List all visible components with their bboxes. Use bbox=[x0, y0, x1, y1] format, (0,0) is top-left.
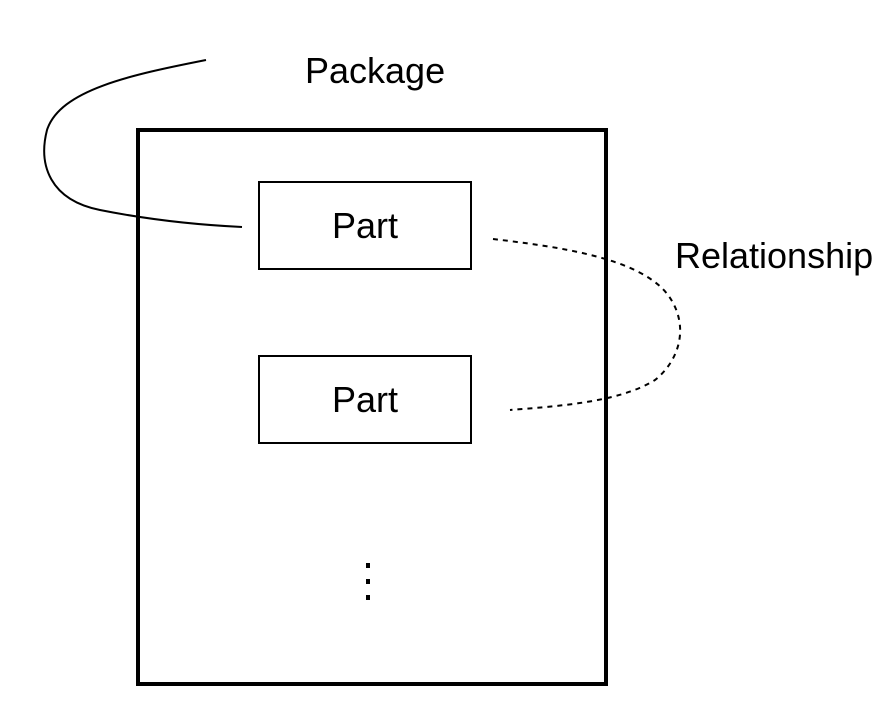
package-box bbox=[136, 128, 608, 686]
vertical-ellipsis-icon bbox=[358, 560, 378, 604]
package-callout-line bbox=[43, 59, 243, 228]
relationship-line bbox=[492, 238, 682, 411]
relationship-label: Relationship bbox=[675, 235, 874, 276]
ellipsis-dot bbox=[366, 579, 370, 584]
part-box: Part bbox=[258, 181, 472, 270]
part-box: Part bbox=[258, 355, 472, 444]
part-label: Part bbox=[331, 204, 399, 246]
part-label: Part bbox=[331, 378, 399, 420]
ellipsis-dot bbox=[366, 563, 370, 568]
ellipsis-dot bbox=[366, 595, 370, 600]
package-label: Package bbox=[305, 50, 446, 91]
